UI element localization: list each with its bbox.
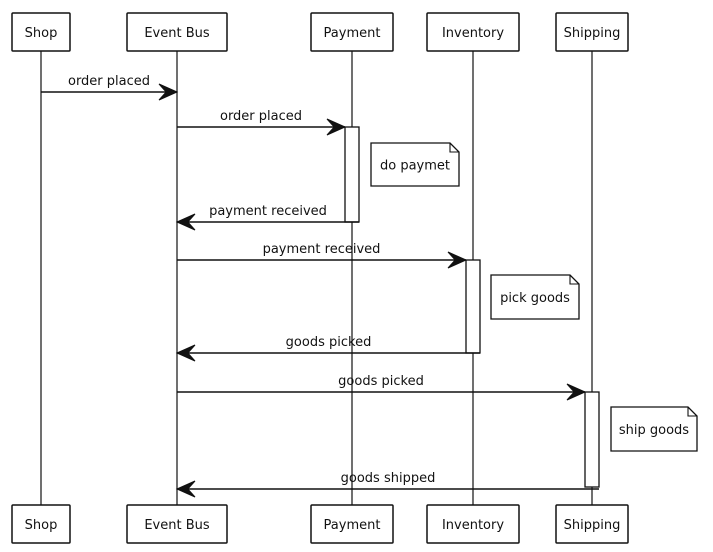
message-arrow-1: order placed (41, 74, 179, 101)
message-arrow-6: goods picked (177, 374, 587, 401)
arrowhead (175, 480, 196, 498)
participant-shipping-bottom: Shipping (555, 504, 629, 544)
participant-box (310, 12, 394, 52)
note-payment: do paymet (370, 142, 460, 187)
participant-label: Shop (25, 26, 58, 41)
participant-label: Event Bus (144, 518, 210, 533)
note-box (490, 274, 580, 320)
activation-bar-shipping (584, 391, 600, 488)
message-label: goods shipped (341, 471, 436, 486)
participant-event-bus-top: Event Bus (126, 12, 228, 52)
participant-shop-top: Shop (11, 12, 71, 52)
message-arrow-5: goods picked (175, 335, 480, 362)
participant-label: Inventory (442, 518, 504, 533)
participant-label: Payment (324, 26, 381, 41)
arrowhead (175, 344, 196, 362)
participant-label: Payment (324, 518, 381, 533)
participant-inventory-top: Inventory (426, 12, 520, 52)
participant-box (555, 12, 629, 52)
arrowhead (326, 118, 347, 136)
message-arrow-3: payment received (175, 204, 359, 231)
message-arrow-2: order placed (177, 109, 347, 136)
participant-event-bus-bottom: Event Bus (126, 504, 228, 544)
arrowhead (175, 213, 196, 231)
participant-shipping-top: Shipping (555, 12, 629, 52)
participant-label: Event Bus (144, 26, 210, 41)
participant-box (426, 504, 520, 544)
participant-label: Inventory (442, 26, 504, 41)
message-label: payment received (263, 242, 381, 257)
activation-bar-inventory (465, 259, 481, 354)
note-fold (569, 275, 579, 285)
note-text: ship goods (619, 423, 689, 438)
note-inventory: pick goods (490, 274, 580, 320)
participant-box (126, 12, 228, 52)
participant-box (11, 504, 71, 544)
message-label: order placed (68, 74, 150, 89)
note-shipping: ship goods (610, 406, 698, 452)
participant-box (11, 12, 71, 52)
participant-inventory-bottom: Inventory (426, 504, 520, 544)
message-arrow-4: payment received (177, 242, 468, 269)
message-label: payment received (209, 204, 327, 219)
message-label: order placed (220, 109, 302, 124)
arrowhead (566, 383, 587, 401)
participant-payment-top: Payment (310, 12, 394, 52)
message-label: goods picked (286, 335, 372, 350)
participant-box (555, 504, 629, 544)
participant-box (426, 12, 520, 52)
participant-label: Shipping (564, 518, 621, 533)
note-text: do paymet (380, 159, 450, 174)
message-arrow-7: goods shipped (175, 471, 599, 498)
participant-label: Shipping (564, 26, 621, 41)
participant-payment-bottom: Payment (310, 504, 394, 544)
arrowhead (158, 83, 179, 101)
message-label: goods picked (338, 374, 424, 389)
participant-box (126, 504, 228, 544)
note-box (370, 142, 460, 187)
note-fold (687, 407, 697, 417)
note-text: pick goods (500, 291, 570, 306)
note-fold (449, 143, 459, 153)
note-box (610, 406, 698, 452)
participant-shop-bottom: Shop (11, 504, 71, 544)
activation-bar-payment (344, 126, 360, 223)
arrowhead (447, 251, 468, 269)
participant-box (310, 504, 394, 544)
participant-label: Shop (25, 518, 58, 533)
